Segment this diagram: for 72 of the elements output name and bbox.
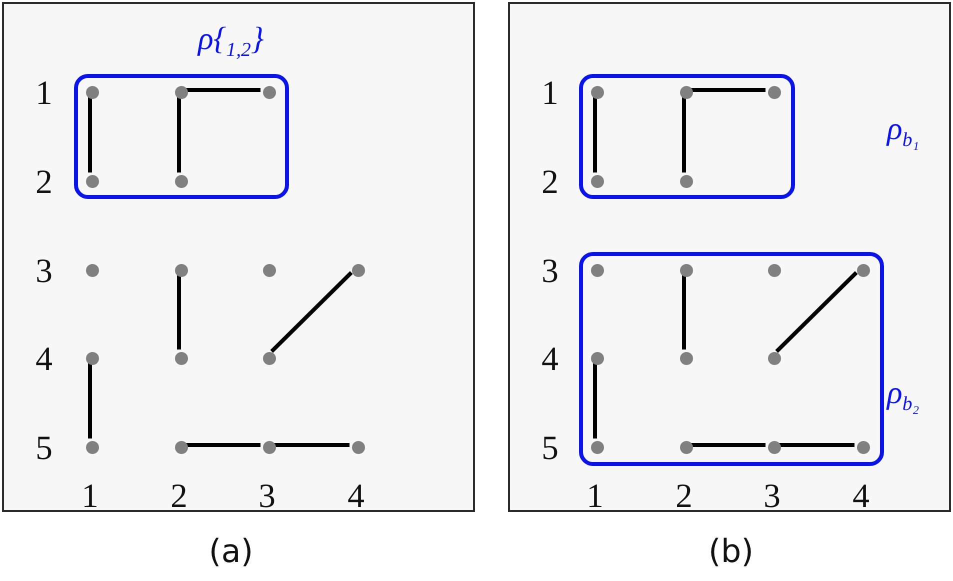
- grid-dot: [856, 264, 870, 276]
- grid-dot: [86, 86, 98, 98]
- connector-line: [88, 96, 92, 172]
- grid-dot: [262, 86, 276, 98]
- row-number: 2: [542, 166, 558, 200]
- grid-dot: [768, 440, 780, 454]
- grid-dot: [262, 440, 276, 454]
- grid-dot: [86, 440, 98, 454]
- row-number: 3: [542, 255, 558, 289]
- grid-dot: [680, 174, 692, 188]
- panel-caption: (b): [708, 535, 754, 567]
- row-number: 3: [36, 255, 52, 289]
- grid-dot: [768, 352, 780, 364]
- grid-dot: [262, 352, 276, 364]
- grid-dot: [174, 174, 188, 188]
- grid-dot: [680, 440, 692, 454]
- panel-caption: (a): [208, 535, 254, 567]
- column-number: 2: [170, 480, 188, 514]
- connector-line: [177, 96, 181, 172]
- connector-line: [186, 443, 260, 447]
- grid-dot: [590, 264, 604, 276]
- row-number: 4: [542, 343, 558, 377]
- grid-dot: [590, 174, 604, 188]
- panel-frame: [2, 2, 475, 512]
- connector-line: [88, 362, 92, 438]
- column-number: 3: [258, 480, 276, 514]
- connector-line: [186, 88, 260, 92]
- row-number: 2: [36, 166, 52, 200]
- connector-line: [270, 271, 353, 353]
- group-label: ρ{$_{1,2}$}: [198, 22, 264, 61]
- column-number: 4: [852, 480, 870, 514]
- column-number: 1: [82, 480, 98, 514]
- connector-line: [682, 274, 686, 350]
- grid-dot: [174, 86, 188, 98]
- group-label: ρ$_{b₂}$: [887, 376, 920, 415]
- row-number: 1: [542, 77, 558, 111]
- connector-line: [690, 88, 766, 92]
- column-number: 3: [764, 480, 780, 514]
- grid-dot: [86, 352, 98, 364]
- connector-line: [690, 443, 766, 447]
- column-number: 2: [676, 480, 692, 514]
- connector-line: [177, 274, 181, 350]
- column-number: 4: [348, 480, 364, 514]
- group-label: ρ$_{b₁}$: [887, 112, 920, 151]
- row-number: 5: [36, 432, 52, 466]
- grid-dot: [680, 264, 692, 276]
- connector-line: [593, 96, 597, 172]
- grid-dot: [856, 440, 870, 454]
- connector-line: [593, 362, 597, 438]
- grid-dot: [174, 352, 188, 364]
- connector-line: [274, 443, 350, 447]
- grid-dot: [86, 264, 98, 276]
- grid-dot: [680, 86, 692, 98]
- grid-dot: [590, 352, 604, 364]
- grid-dot: [86, 174, 98, 188]
- grid-dot: [174, 264, 188, 276]
- panel-frame: [508, 2, 951, 512]
- connector-line: [682, 96, 686, 172]
- row-number: 1: [36, 77, 52, 111]
- grid-dot: [262, 264, 276, 276]
- grid-dot: [768, 264, 780, 276]
- grid-dot: [174, 440, 188, 454]
- grid-dot: [590, 440, 604, 454]
- column-number: 1: [586, 480, 604, 514]
- row-number: 4: [36, 343, 52, 377]
- grid-dot: [590, 86, 604, 98]
- grid-dot: [352, 264, 364, 276]
- grid-dot: [768, 86, 780, 98]
- row-number: 5: [542, 432, 558, 466]
- grid-dot: [680, 352, 692, 364]
- grid-dot: [352, 440, 364, 454]
- connector-line: [778, 443, 854, 447]
